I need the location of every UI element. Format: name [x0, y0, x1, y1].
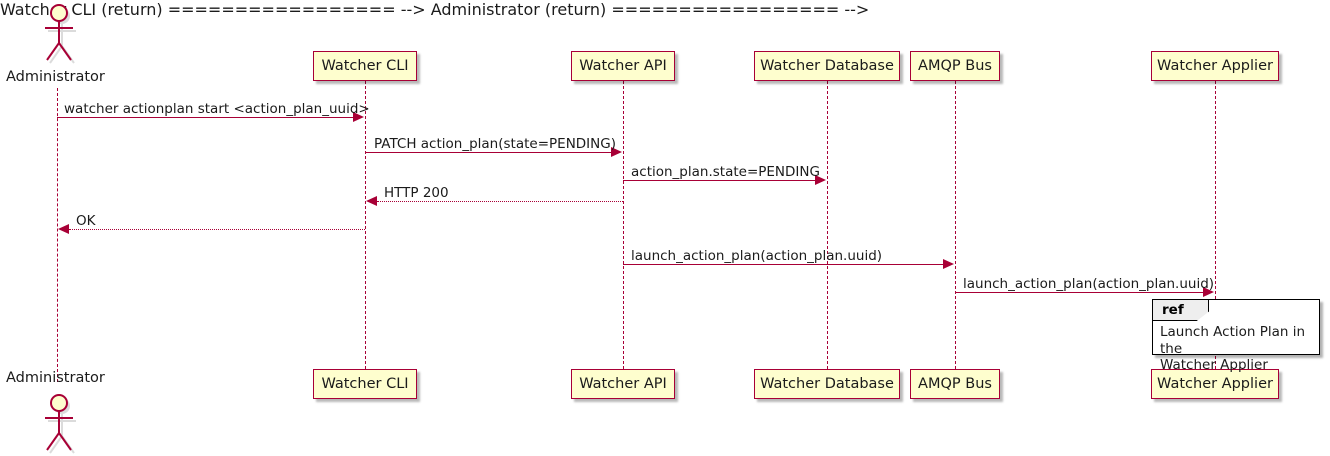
message-arrowhead-m2 [611, 147, 622, 157]
message-label-m6: launch_action_plan(action_plan.uuid) [631, 248, 883, 264]
message-label-m3: action_plan.state=PENDING [631, 164, 820, 180]
message-arrowhead-m3 [815, 175, 826, 185]
message-line-m3 [623, 180, 816, 181]
message-arrowhead-m5 [58, 224, 69, 234]
message-arrowhead-m4 [366, 196, 377, 206]
participant-box-watcher-cli-top[interactable]: Watcher CLI [313, 51, 417, 81]
ref-fragment-text-line-2: Watcher Applier [1160, 357, 1268, 373]
lifeline-administrator [57, 88, 58, 382]
participant-box-watcher-api-bottom[interactable]: Watcher API [571, 369, 675, 399]
message-line-m1 [57, 117, 354, 118]
lifeline-watcher-api [623, 81, 624, 369]
participant-box-watcher-database-bottom[interactable]: Watcher Database [754, 369, 900, 399]
ref-fragment-text-line-1: Launch Action Plan in the [1160, 324, 1306, 357]
participant-box-watcher-applier-top[interactable]: Watcher Applier [1151, 51, 1279, 81]
message-line-m4 [377, 201, 623, 202]
participant-box-amqp-bus-top[interactable]: AMQP Bus [910, 51, 1000, 81]
lifeline-watcher-applier [1215, 81, 1216, 369]
message-label-m1: watcher actionplan start <action_plan_uu… [64, 101, 370, 117]
message-line-m7 [955, 292, 1204, 293]
lifeline-watcher-database [827, 81, 828, 369]
ref-fragment[interactable]: ref Launch Action Plan in the Watcher Ap… [1152, 299, 1320, 373]
message-line-m6 [623, 264, 944, 265]
participant-box-watcher-cli-bottom[interactable]: Watcher CLI [313, 369, 417, 399]
message-arrowhead-m7 [1203, 287, 1214, 297]
message-label-m2: PATCH action_plan(state=PENDING) [374, 136, 616, 152]
message-label-m7: launch_action_plan(action_plan.uuid) [963, 276, 1215, 292]
message-line-m2 [365, 152, 612, 153]
participant-box-watcher-applier-bottom[interactable]: Watcher Applier [1151, 369, 1279, 399]
lifeline-amqp-bus [955, 81, 956, 369]
actor-label-top: Administrator [6, 69, 105, 85]
ref-fragment-text: Launch Action Plan in the Watcher Applie… [1160, 324, 1313, 374]
message-label-m5: OK [76, 213, 96, 229]
actor-label-bottom: Administrator [6, 370, 105, 386]
participant-box-watcher-database-top[interactable]: Watcher Database [754, 51, 900, 81]
ref-fragment-tab-label: ref [1153, 300, 1209, 321]
message-line-m5 [69, 229, 365, 230]
actor-administrator-bottom [38, 392, 78, 454]
participant-box-amqp-bus-bottom[interactable]: AMQP Bus [910, 369, 1000, 399]
actor-administrator-top [38, 2, 78, 64]
message-arrowhead-m6 [943, 259, 954, 269]
participant-box-watcher-api-top[interactable]: Watcher API [571, 51, 675, 81]
message-label-m4: HTTP 200 [384, 185, 449, 201]
lifeline-watcher-cli [365, 81, 366, 369]
message-arrowhead-m1 [353, 112, 364, 122]
